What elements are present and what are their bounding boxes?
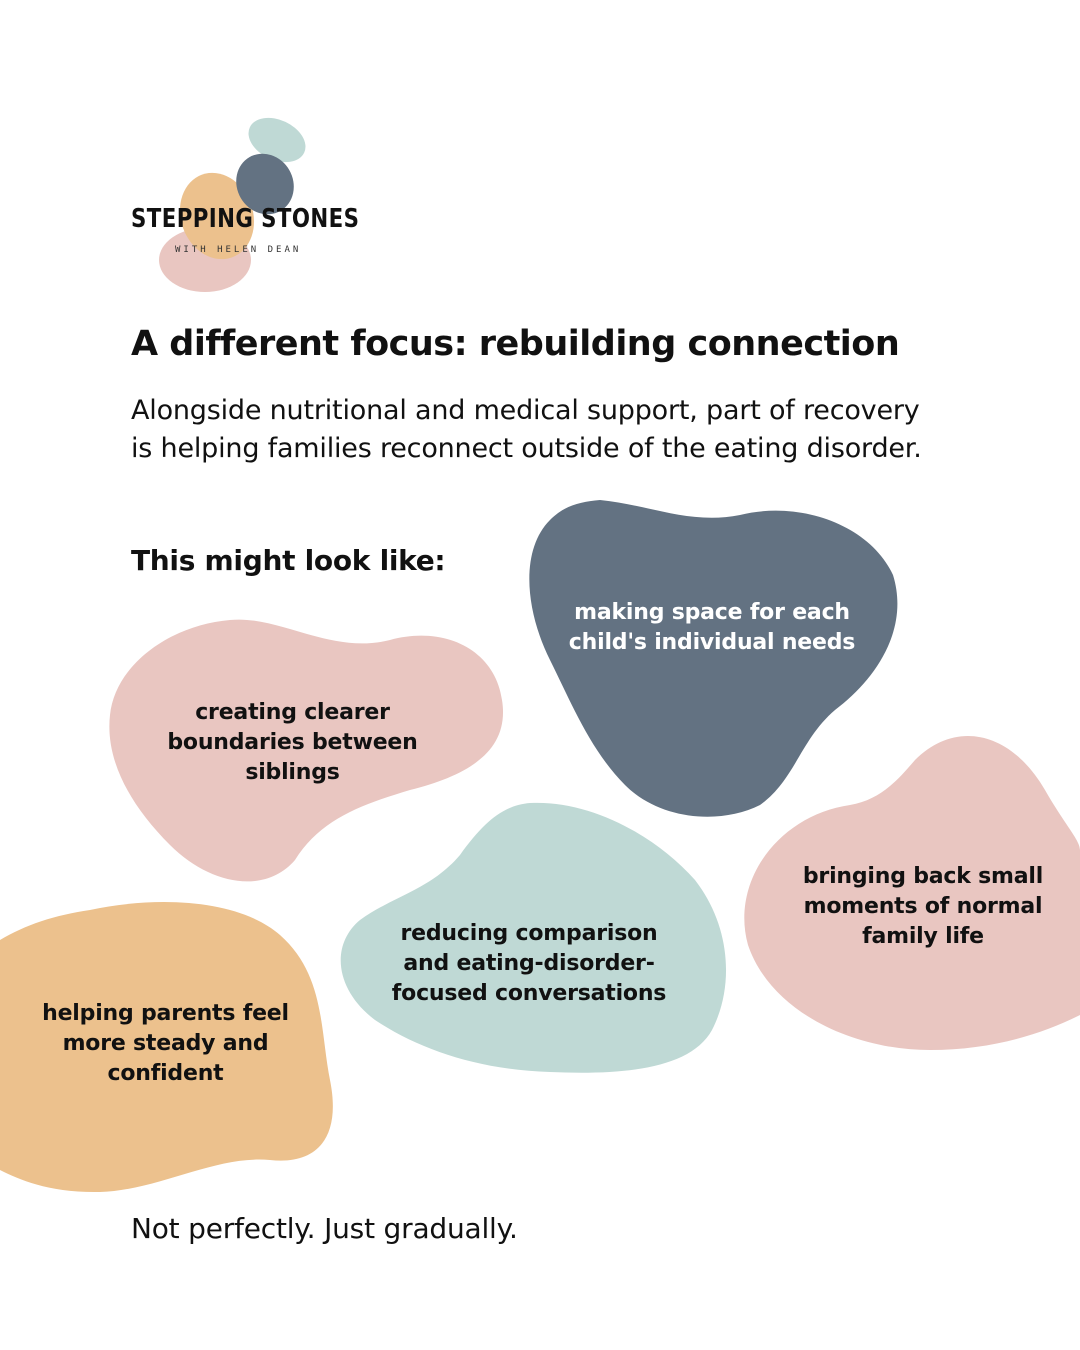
page-title: A different focus: rebuilding connection xyxy=(131,324,900,364)
blob-slate xyxy=(529,500,898,817)
logo-stone-sage xyxy=(248,117,306,163)
item-label-family-life: bringing back small moments of normal fa… xyxy=(802,864,1044,949)
item-label-individual-needs: making space for each child's individual… xyxy=(568,600,856,655)
item-label-boundaries: creating clearer boundaries between sibl… xyxy=(167,700,418,785)
closing-line: Not perfectly. Just gradually. xyxy=(131,1212,518,1245)
logo-stones-graphic xyxy=(159,117,306,292)
logo-stone-sand xyxy=(179,172,255,260)
item-label-comparison: reducing comparison and eating-disorder-… xyxy=(391,921,667,1006)
list-lead: This might look like: xyxy=(131,544,446,577)
item-label-parents: helping parents feel more steady and con… xyxy=(42,1001,289,1086)
logo-stone-slate xyxy=(236,153,294,215)
intro-paragraph: Alongside nutritional and medical suppor… xyxy=(131,395,922,464)
brand-logo: STEPPING STONES WITH HELEN DEAN xyxy=(125,110,365,300)
brand-name: STEPPING STONES xyxy=(131,204,360,234)
brand-tagline: WITH HELEN DEAN xyxy=(175,245,302,255)
